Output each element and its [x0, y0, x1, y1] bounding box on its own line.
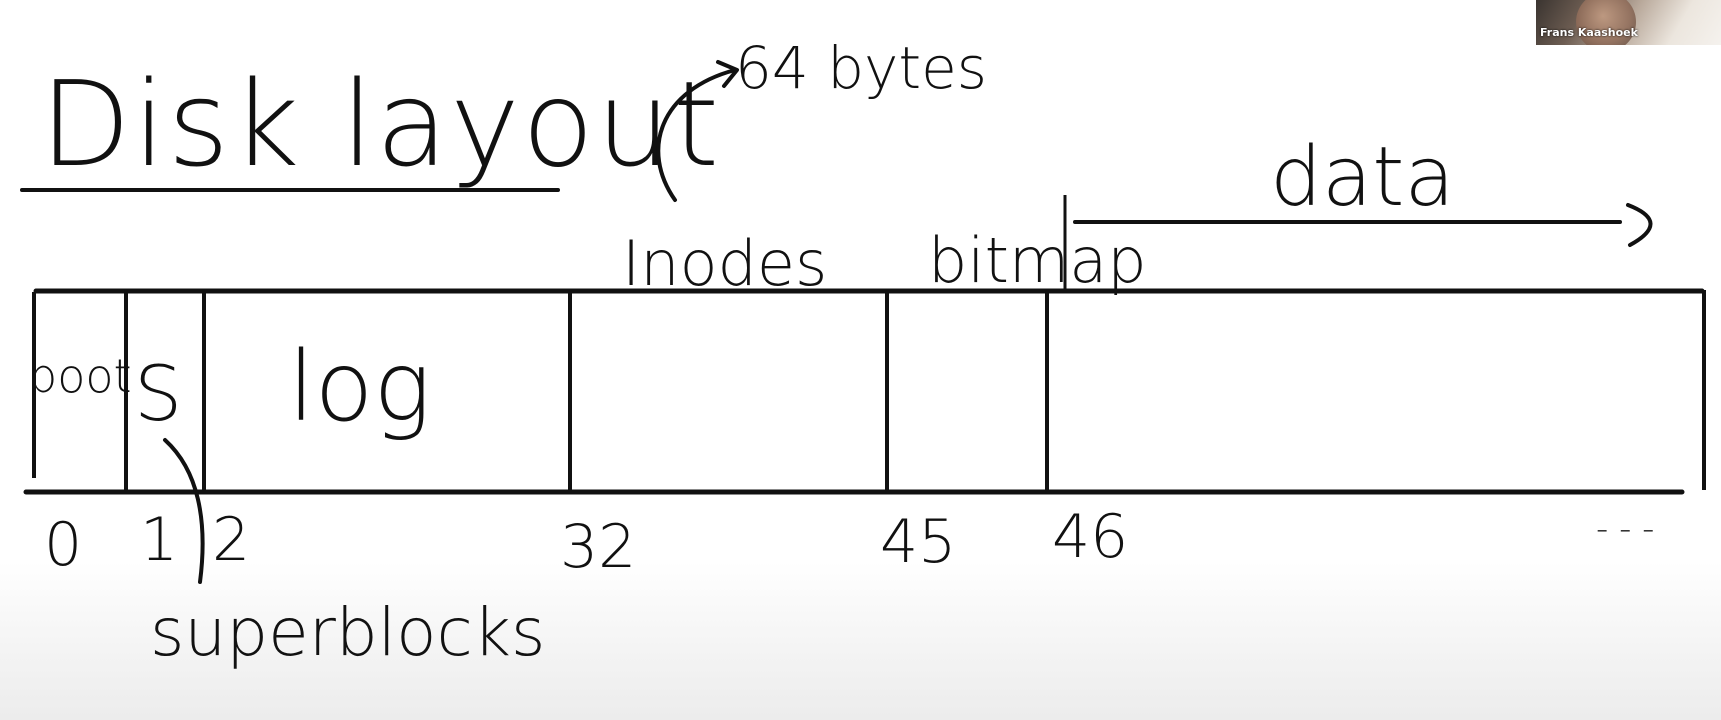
log-region-label: log [288, 331, 431, 443]
block-number-45: 45 [880, 507, 956, 577]
trailing-blocks-marker: - - - [1596, 509, 1654, 549]
participant-name: Frans Kaashoek [1540, 26, 1638, 39]
diagram-title: Disk layout [40, 55, 721, 193]
block-number-0: 0 [44, 510, 82, 580]
bitmap-region-label: bitmap [928, 224, 1147, 297]
boot-region-label: boot [28, 349, 132, 403]
webcam-thumbnail[interactable]: Frans Kaashoek [1536, 0, 1721, 45]
participant-video [1576, 0, 1636, 45]
superblock-note: superblocks [150, 594, 545, 671]
inode-size-arrowhead [716, 60, 739, 88]
inode-size-note: 64 bytes [735, 34, 987, 102]
block-number-46: 46 [1052, 502, 1128, 572]
superblock-region-label: S [134, 349, 182, 438]
superblock-pointer-curve [163, 438, 205, 584]
inodes-region-label: Inodes [622, 227, 827, 300]
data-arrowhead [1626, 203, 1653, 247]
block-number-32: 32 [560, 512, 636, 582]
disk-bar [23, 288, 1706, 495]
block-number-1: 1 [140, 505, 178, 575]
block-number-2: 2 [212, 505, 250, 575]
inode-size-arrow [656, 68, 737, 202]
data-region-label: data [1270, 130, 1455, 225]
